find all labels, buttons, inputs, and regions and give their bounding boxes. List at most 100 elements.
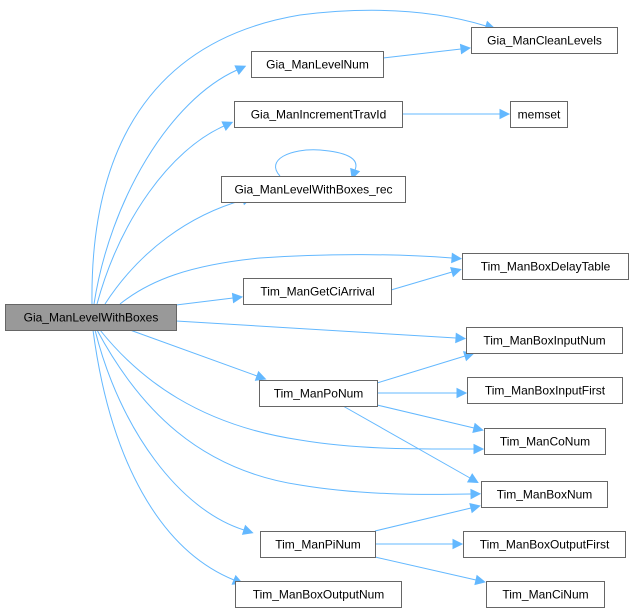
node-getciarrival[interactable]: Tim_ManGetCiArrival (243, 278, 392, 305)
node-levelnum[interactable]: Gia_ManLevelNum (251, 51, 384, 78)
edge-ponum-to-boxinputnum (376, 351, 475, 384)
edge-root-to-getciarrival (175, 292, 244, 306)
node-pinum[interactable]: Tim_ManPiNum (260, 531, 376, 558)
edge-root-to-levelnum (93, 65, 247, 305)
node-boxoutputfirst[interactable]: Tim_ManBoxOutputFirst (463, 531, 626, 558)
node-label: Gia_ManIncrementTravId (251, 108, 387, 122)
node-label: Gia_ManLevelNum (266, 58, 369, 72)
node-boxinputfirst[interactable]: Tim_ManBoxInputFirst (467, 377, 623, 404)
node-box (471, 27, 618, 54)
node-label: Tim_ManPoNum (274, 387, 364, 401)
edge-line (119, 254, 453, 305)
arrowhead-icon (466, 473, 479, 483)
node-box (5, 304, 177, 331)
edge-line (175, 320, 457, 339)
edge-root-to-boxoutputnum (92, 329, 244, 585)
edge-line (96, 125, 225, 305)
node-memset[interactable]: memset (510, 101, 568, 128)
edge-line (104, 199, 244, 305)
node-label: Tim_ManBoxInputNum (483, 334, 605, 348)
node-cinum[interactable]: Tim_ManCiNum (486, 581, 605, 608)
node-label: Tim_ManBoxInputFirst (485, 384, 606, 398)
node-delaytable[interactable]: Tim_ManBoxDelayTable (462, 253, 629, 280)
edge-line (91, 9, 487, 305)
node-boxnum[interactable]: Tim_ManBoxNum (481, 481, 608, 508)
node-boxinputnum[interactable]: Tim_ManBoxInputNum (466, 327, 623, 354)
node-conum[interactable]: Tim_ManCoNum (484, 428, 606, 455)
edge-root-to-boxinputnum (175, 320, 467, 344)
edge-ponum-to-boxnum (342, 405, 479, 483)
edge-line (390, 271, 453, 291)
node-box (259, 380, 378, 407)
arrowhead-icon (452, 538, 464, 550)
node-label: Tim_ManCoNum (500, 435, 590, 449)
node-label: Tim_ManBoxDelayTable (481, 260, 611, 274)
node-label: Gia_ManCleanLevels (487, 34, 602, 48)
node-box (221, 176, 406, 203)
node-label: Tim_ManBoxOutputNum (253, 588, 385, 602)
node-label: Tim_ManGetCiArrival (260, 285, 374, 299)
arrowhead-icon (254, 370, 267, 381)
edge-levelnum-to-cleanlevels (382, 43, 472, 59)
edge-line (376, 355, 466, 384)
edge-line (93, 69, 238, 305)
edge-line (382, 48, 462, 59)
arrowhead-icon (221, 121, 234, 132)
edge-root-to-ponum (129, 329, 267, 381)
node-box (486, 581, 605, 608)
node-box (251, 51, 384, 78)
edge-root-to-boxnum (96, 329, 482, 500)
arrowhead-icon (231, 292, 244, 304)
node-boxoutputnum[interactable]: Tim_ManBoxOutputNum (235, 581, 402, 608)
edge-line (92, 329, 235, 581)
edge-root-to-rec (104, 195, 253, 305)
node-box (234, 101, 403, 128)
edge-line (342, 405, 471, 479)
node-box (481, 481, 608, 508)
edge-line (275, 149, 357, 177)
edge-pinum-to-cinum (374, 556, 486, 586)
node-box (484, 428, 606, 455)
node-label: Tim_ManCiNum (502, 588, 588, 602)
arrowhead-icon (450, 267, 462, 278)
node-box (243, 278, 392, 305)
arrowhead-icon (470, 488, 482, 500)
arrowhead-icon (459, 43, 472, 55)
edge-line (374, 507, 472, 532)
node-label: Gia_ManLevelWithBoxes_rec (234, 183, 392, 197)
edge-ponum-to-conum (376, 404, 484, 434)
node-label: Tim_ManPiNum (275, 538, 361, 552)
node-ponum[interactable]: Tim_ManPoNum (259, 380, 378, 407)
edge-line (96, 329, 472, 495)
arrowhead-icon (474, 574, 486, 586)
node-box (510, 101, 568, 128)
edge-getciarrival-to-delaytable (390, 267, 462, 291)
arrowhead-icon (455, 332, 467, 344)
node-box (462, 253, 629, 280)
nodes-layer: Gia_ManLevelWithBoxes Gia_ManCleanLevelsG… (5, 27, 629, 608)
node-box (467, 377, 623, 404)
node-cleanlevels[interactable]: Gia_ManCleanLevels (471, 27, 618, 54)
arrowhead-icon (473, 443, 485, 455)
arrowhead-icon (451, 252, 463, 264)
root-node[interactable]: Gia_ManLevelWithBoxes (5, 304, 177, 331)
edge-ponum-to-boxinputfirst (377, 387, 468, 399)
edge-rec-to-rec (275, 149, 361, 180)
node-box (466, 327, 623, 354)
node-inctravid[interactable]: Gia_ManIncrementTravId (234, 101, 403, 128)
node-label: Tim_ManBoxNum (497, 488, 593, 502)
edge-line (376, 404, 475, 429)
edge-root-to-delaytable (119, 252, 463, 305)
edge-root-to-pinum (94, 329, 254, 535)
edge-root-to-inctravid (96, 121, 234, 305)
node-box (260, 531, 376, 558)
edge-pinum-to-boxnum (374, 502, 481, 532)
edge-line (175, 297, 234, 306)
node-rec[interactable]: Gia_ManLevelWithBoxes_rec (221, 176, 406, 203)
node-label: memset (518, 108, 561, 122)
arrowhead-icon (499, 108, 511, 120)
edge-line (129, 329, 258, 377)
node-label: Gia_ManLevelWithBoxes (24, 311, 159, 325)
edge-line (374, 556, 477, 581)
node-box (235, 581, 402, 608)
